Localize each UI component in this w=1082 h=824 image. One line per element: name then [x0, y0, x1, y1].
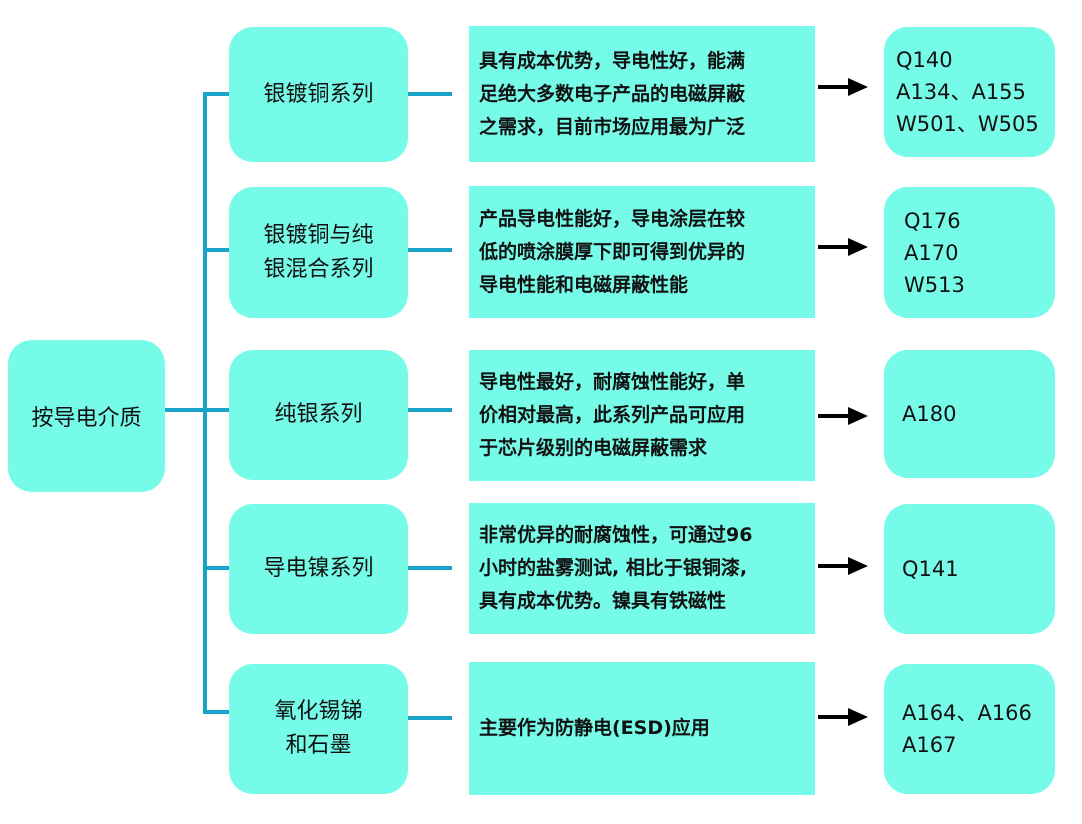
description-line: 导电性能和电磁屏蔽性能 — [479, 273, 689, 296]
description-line: 导电性最好，耐腐蚀性能好，单 — [479, 371, 746, 393]
category-node-pure-silver: 纯银系列 — [229, 350, 408, 480]
description-line: 产品导电性能好，导电涂层在较 — [479, 207, 746, 230]
category-node-mixed-silver: 银镀铜与纯 银混合系列 — [229, 187, 408, 318]
description-box-silver-plated-copper: 具有成本优势，导电性好，能满 足绝大多数电子产品的电磁屏蔽 之需求，目前市场应用… — [469, 26, 815, 162]
root-label: 按导电介质 — [31, 406, 142, 431]
description-box-conductive-nickel: 非常优异的耐腐蚀性，可通过96 小时的盐雾测试, 相比于银铜漆, 具有成本优势。… — [469, 503, 815, 634]
product-codes-conductive-nickel: Q141 — [884, 504, 1055, 634]
product-code: W501、W505 — [896, 112, 1039, 136]
product-code: W513 — [904, 272, 965, 297]
description-line: 具有成本优势。镍具有铁磁性 — [479, 590, 727, 612]
description-line: 具有成本优势，导电性好，能满 — [479, 49, 746, 72]
category-label: 氧化锡锑 — [274, 699, 363, 724]
category-node-ato-graphite: 氧化锡锑 和石墨 — [229, 664, 408, 794]
description-line: 主要作为防静电(ESD)应用 — [479, 717, 710, 739]
description-box-ato-graphite: 主要作为防静电(ESD)应用 — [469, 662, 815, 795]
description-box-pure-silver: 导电性最好，耐腐蚀性能好，单 价相对最高，此系列产品可应用 于芯片级别的电磁屏蔽… — [469, 350, 815, 481]
category-label: 和石墨 — [285, 733, 352, 758]
product-codes-ato-graphite: A164、A166 A167 — [884, 664, 1055, 794]
arrow-icon-4 — [818, 557, 868, 575]
category-node-silver-plated-copper: 银镀铜系列 — [229, 27, 408, 162]
arrow-icon-3 — [818, 407, 868, 425]
category-node-conductive-nickel: 导电镍系列 — [229, 504, 408, 634]
category-label: 银镀铜与纯 — [263, 222, 374, 248]
arrow-icon-5 — [818, 708, 868, 726]
product-codes-pure-silver: A180 — [884, 350, 1055, 478]
product-code: A167 — [902, 733, 957, 757]
description-line: 小时的盐雾测试, 相比于银铜漆, — [479, 557, 748, 579]
description-line: 非常优异的耐腐蚀性，可通过96 — [479, 524, 753, 546]
description-line: 低的喷涂膜厚下即可得到优异的 — [479, 240, 746, 263]
product-codes-mixed-silver: Q176 A170 W513 — [884, 187, 1055, 318]
category-label: 银混合系列 — [263, 256, 374, 282]
product-code: Q176 — [904, 208, 961, 233]
description-line: 足绝大多数电子产品的电磁屏蔽 — [479, 82, 746, 105]
product-code: Q141 — [902, 557, 959, 581]
product-code: A134、A155 — [896, 80, 1026, 104]
description-box-mixed-silver: 产品导电性能好，导电涂层在较 低的喷涂膜厚下即可得到优异的 导电性能和电磁屏蔽性… — [469, 186, 815, 318]
product-code: A170 — [904, 240, 959, 265]
product-code: A164、A166 — [902, 701, 1032, 725]
category-label: 导电镍系列 — [263, 556, 374, 581]
description-line: 价相对最高，此系列产品可应用 — [479, 404, 746, 426]
category-label: 纯银系列 — [274, 402, 363, 427]
product-codes-silver-plated-copper: Q140 A134、A155 W501、W505 — [884, 27, 1055, 157]
arrow-icon-1 — [818, 78, 868, 96]
product-code: A180 — [902, 402, 957, 426]
root-node: 按导电介质 — [8, 340, 165, 492]
product-code: Q140 — [896, 48, 953, 72]
description-line: 之需求，目前市场应用最为广泛 — [479, 115, 746, 138]
description-line: 于芯片级别的电磁屏蔽需求 — [479, 437, 708, 459]
arrow-icon-2 — [818, 238, 868, 256]
category-label: 银镀铜系列 — [263, 81, 374, 107]
